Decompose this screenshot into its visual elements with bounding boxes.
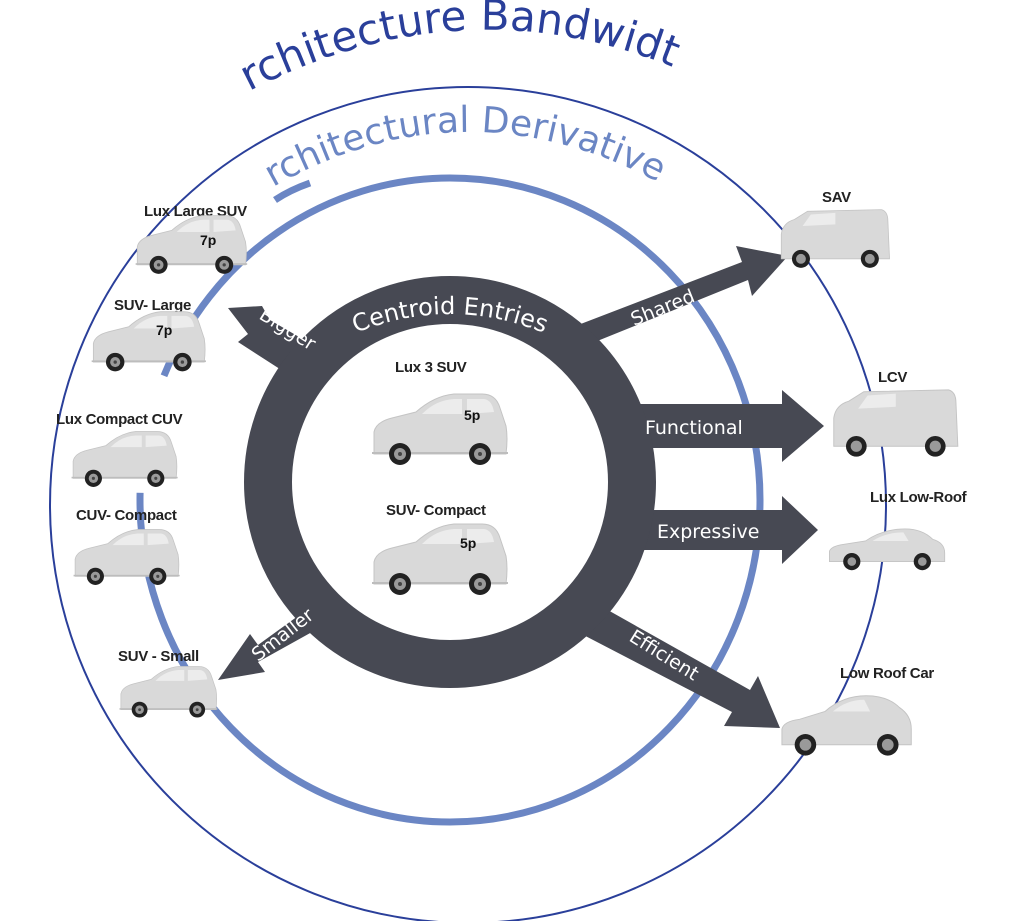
vehicle-image-sav xyxy=(780,209,890,269)
vehicle-label-lux-compact-cuv: Lux Compact CUV xyxy=(56,411,183,428)
vehicle-label-suv-small: SUV - Small xyxy=(118,648,199,665)
vehicle-image-lux-large-suv xyxy=(135,215,248,275)
smaller-label: Smaller xyxy=(248,604,319,666)
vehicle-label-suv-large: SUV- Large xyxy=(114,297,191,314)
vehicle-label-suv-compact: SUV- Compact xyxy=(386,502,486,519)
efficient-arrow xyxy=(570,600,780,728)
pax-suv-compact: 5p xyxy=(460,535,476,551)
expressive-label: Expressive xyxy=(657,521,759,543)
architecture-bandwidth-ring xyxy=(49,86,887,921)
shared-arrow xyxy=(565,246,788,350)
vehicle-image-low-roof-car xyxy=(781,695,912,757)
functional-arrow xyxy=(628,390,824,462)
vehicle-label-low-roof-car: Low Roof Car xyxy=(840,665,934,682)
functional-label: Functional xyxy=(645,417,743,439)
architectural-derivatives-ring xyxy=(136,174,764,826)
vehicle-label-cuv-compact: CUV- Compact xyxy=(76,507,177,524)
vehicle-image-lux-low-roof xyxy=(829,528,946,571)
vehicle-image-suv-small xyxy=(119,666,218,718)
vehicle-image-lux-compact-cuv xyxy=(71,431,179,488)
vehicle-image-lcv xyxy=(833,389,959,458)
architectural-derivatives-arc xyxy=(273,179,312,203)
pax-lux-3-suv: 5p xyxy=(464,407,480,423)
architecture-bandwidth-title: Architecture Bandwidth xyxy=(0,0,687,100)
centroid-ring xyxy=(244,276,656,688)
vehicle-label-sav: SAV xyxy=(822,189,851,206)
pax-suv-large: 7p xyxy=(156,322,172,338)
vehicle-image-cuv-compact xyxy=(73,529,181,586)
expressive-arrow xyxy=(630,496,818,564)
vehicle-label-lcv: LCV xyxy=(878,369,907,386)
vehicle-label-lux-low-roof: Lux Low-Roof xyxy=(870,489,968,506)
pax-lux-large-suv: 7p xyxy=(200,232,216,248)
vehicle-image-suv-large xyxy=(91,311,207,372)
vehicle-image-suv-compact xyxy=(371,523,509,596)
vehicle-image-lux-3-suv xyxy=(371,393,509,466)
shared-label: Shared xyxy=(628,285,698,330)
vehicle-label-lux-3-suv: Lux 3 SUV xyxy=(395,359,467,376)
